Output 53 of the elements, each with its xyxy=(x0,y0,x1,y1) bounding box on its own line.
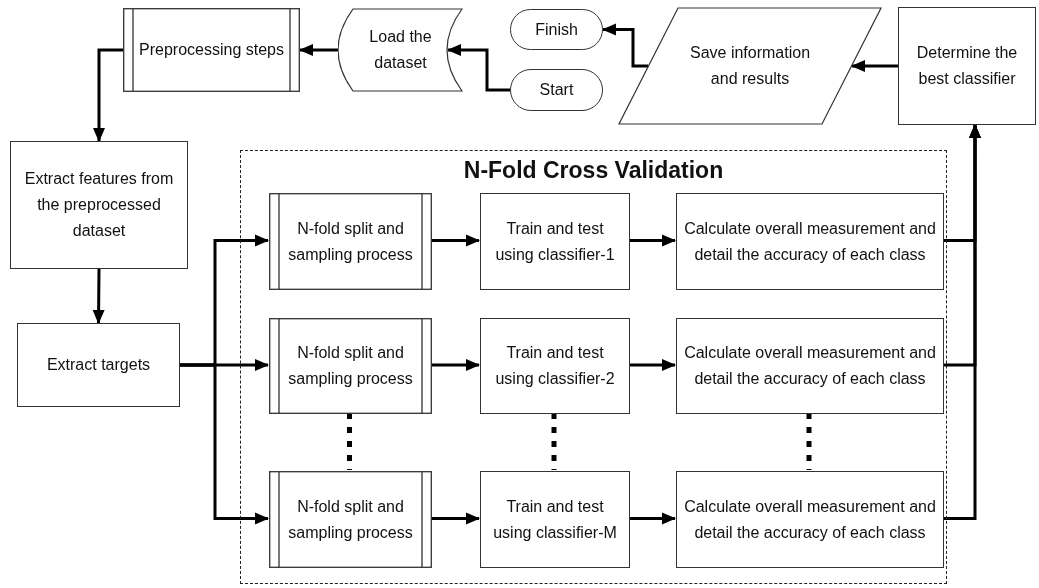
process-box xyxy=(676,193,944,290)
node-label: Extract features from the preprocessed dataset xyxy=(23,169,175,241)
node-label: N-fold split and sampling process xyxy=(287,343,414,389)
terminal-shape xyxy=(510,69,603,111)
process-box xyxy=(898,7,1036,125)
process-box xyxy=(480,471,630,568)
dashed-group-box xyxy=(240,150,947,584)
predefined-process-box xyxy=(269,471,432,568)
process-box xyxy=(480,193,630,290)
node-label: Extract targets xyxy=(46,355,151,375)
node-label: Finish xyxy=(535,19,578,40)
predefined-process-box xyxy=(269,318,432,414)
dotted-line xyxy=(806,413,812,470)
predefined-process-box xyxy=(269,193,432,290)
arrow xyxy=(93,48,123,142)
input-output-parallelogram xyxy=(618,7,882,125)
process-box xyxy=(10,141,188,269)
arrow xyxy=(851,60,898,72)
group-title: N-Fold Cross Validation xyxy=(462,156,725,185)
process-box xyxy=(480,318,630,414)
node-label: Train and test using classifier-2 xyxy=(494,343,616,389)
arrow xyxy=(602,23,648,68)
node-label: N-fold split and sampling process xyxy=(287,218,414,265)
stored-data-shape xyxy=(338,8,463,92)
arrow xyxy=(431,234,480,247)
arrow xyxy=(943,124,981,520)
node-label: Preprocessing steps xyxy=(139,40,284,60)
predefined-process-box xyxy=(123,8,300,92)
node-label: Calculate overall measurement and detail the accuracy of each class xyxy=(683,218,937,265)
node-label: Determine the best classifier xyxy=(915,43,1019,89)
arrow xyxy=(431,359,480,371)
terminal-shape xyxy=(510,9,603,50)
dotted-line xyxy=(551,413,557,470)
arrow xyxy=(629,512,676,525)
node-label: Calculate overall measurement and detail the accuracy of each class xyxy=(683,343,937,389)
process-box xyxy=(17,323,180,407)
node-label: Train and test using classifier-1 xyxy=(494,218,616,265)
arrow xyxy=(629,359,676,371)
node-label: Save information and results xyxy=(688,43,812,89)
arrow xyxy=(180,363,269,525)
arrow xyxy=(431,512,480,525)
node-label: N-fold split and sampling process xyxy=(287,496,414,543)
process-box xyxy=(676,318,944,414)
arrow xyxy=(92,269,105,324)
node-label: Calculate overall measurement and detail the accuracy of each class xyxy=(683,496,937,543)
node-label: Load the dataset xyxy=(368,27,433,73)
arrow xyxy=(629,234,676,247)
arrow xyxy=(447,44,510,92)
node-label: Train and test using classifier-M xyxy=(492,496,618,543)
arrow xyxy=(299,44,338,56)
node-label: Start xyxy=(539,80,574,100)
process-box xyxy=(676,471,944,568)
dotted-line xyxy=(347,413,352,470)
